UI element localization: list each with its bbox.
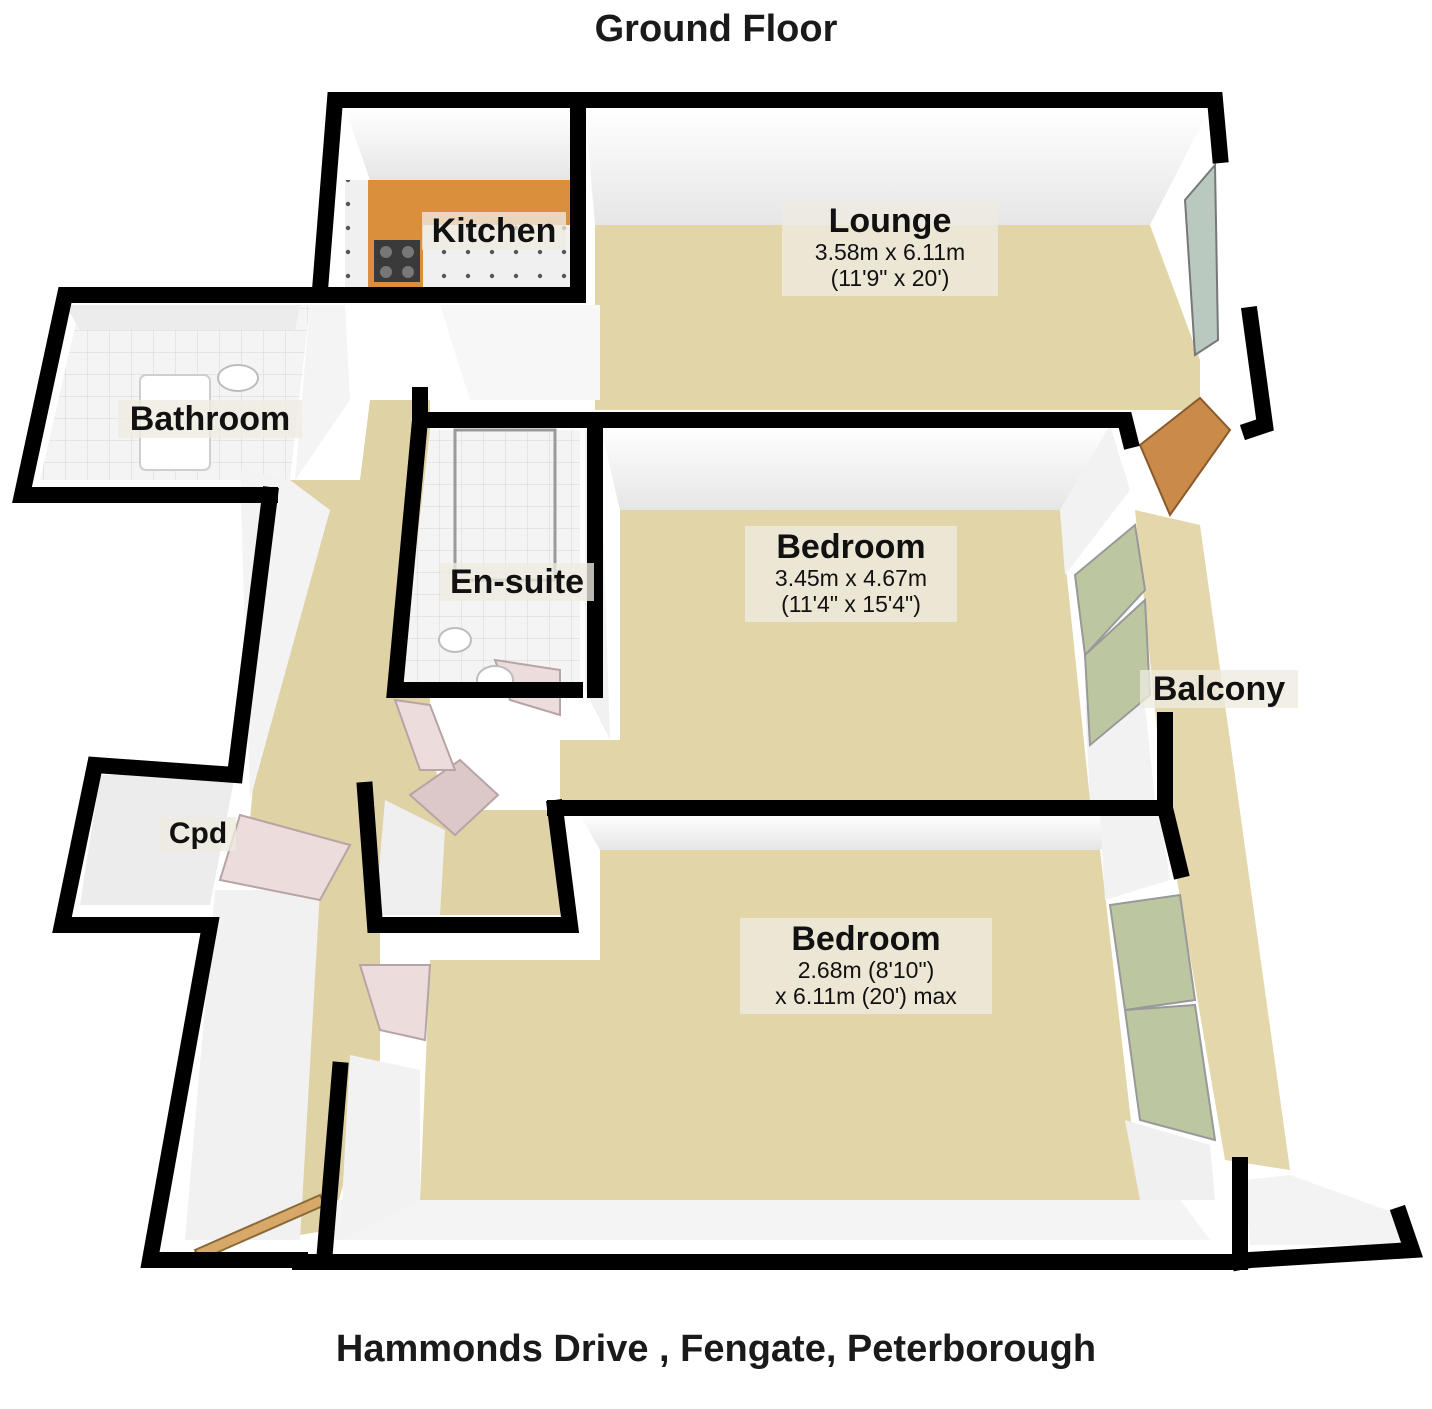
bedroom2-window: [1108, 893, 1197, 1012]
room-name: En-suite: [449, 563, 585, 601]
hob-ring: [402, 266, 414, 278]
hall-cupboard: [375, 800, 445, 915]
room-dimensions: 3.58m x 6.11m: [814, 239, 966, 266]
bedroom2-window-wall: [1125, 1120, 1215, 1200]
ensuite-basin-icon: [438, 627, 472, 653]
room-name: Cpd: [168, 817, 228, 850]
kitchen-label: Kitchen: [422, 212, 566, 251]
bedroom2-label: Bedroom 2.68m (8'10") x 6.11m (20') max: [740, 918, 992, 1014]
hall-stub: [316, 1061, 349, 1259]
bedroom2-back-wall: [580, 815, 1160, 850]
ensuite-label: En-suite: [440, 563, 594, 602]
hob-ring: [380, 246, 392, 258]
bedroom1-window: [1073, 523, 1147, 658]
cupboard-label: Cpd: [160, 817, 236, 851]
kitchen-back-wall: [345, 108, 570, 180]
corridor-lower-wall: [185, 890, 320, 1240]
top-outer-wall: [311, 92, 1229, 299]
bathroom-back-wall: [65, 305, 300, 330]
room-dimensions-max: x 6.11m (20') max: [775, 982, 957, 1009]
bedroom2-left-wall: [340, 1055, 420, 1240]
front-door: [1138, 396, 1232, 518]
room-dimensions-imperial: (11'9" x 20'): [830, 264, 950, 291]
room-name: Bedroom: [776, 528, 926, 566]
hob-icon: [374, 240, 420, 282]
bedroom2-right-edge: [1155, 798, 1190, 880]
bedroom2-door: [358, 964, 432, 1042]
ensuite-floor: [400, 430, 580, 690]
kitchen-inner-wall: [312, 100, 586, 303]
page-title: Ground Floor: [594, 8, 838, 50]
bathroom-label: Bathroom: [118, 400, 302, 439]
bedroom1-right-wall: [1060, 425, 1130, 575]
lounge-back-wall: [585, 108, 1210, 225]
bedroom2-window: [1123, 1003, 1217, 1142]
bedroom2-outer-corner: [356, 781, 580, 933]
lounge-label: Lounge 3.58m x 6.11m (11'9" x 20'): [782, 200, 998, 296]
bedroom1-back-wall: [600, 425, 1110, 510]
bedroom2-top-right-wall: [1100, 815, 1170, 900]
hall-door: [408, 758, 500, 837]
balcony-end-wall: [1245, 1175, 1400, 1245]
property-address: Hammonds Drive , Fengate, Peterborough: [335, 1328, 1097, 1370]
room-dimensions: 3.45m x 4.67m: [774, 565, 928, 592]
bedroom-divider-top: [412, 387, 1140, 450]
hall-wall-left: [295, 305, 350, 480]
room-name: Balcony: [1152, 670, 1286, 708]
bedroom1-label: Bedroom 3.45m x 4.67m (11'4" x 15'4"): [745, 526, 957, 622]
hall-wall-upper: [440, 305, 600, 400]
lounge-window: [1183, 162, 1220, 357]
hob-ring: [380, 266, 392, 278]
hall-door-ensuite: [393, 698, 457, 771]
hob-ring: [402, 246, 414, 258]
walls: [12, 92, 1423, 1272]
lounge-floor: [595, 225, 1200, 410]
room-name: Bathroom: [129, 400, 291, 438]
lounge-right-wall: [1239, 305, 1274, 441]
bathroom-outer-wall: [12, 287, 328, 503]
room-name: Kitchen: [431, 212, 557, 250]
balcony-end: [1230, 1204, 1423, 1272]
room-name: Bedroom: [791, 920, 941, 958]
balcony-label: Balcony: [1140, 670, 1298, 709]
room-dimensions: 2.68m (8'10"): [797, 957, 935, 984]
bedroom2-front-wall: [320, 1200, 1210, 1240]
basin-icon: [217, 364, 259, 392]
room-dimensions-imperial: (11'4" x 15'4"): [781, 590, 921, 617]
corridor-outer-wall: [52, 486, 308, 1268]
bedroom1-floor: [560, 510, 1090, 800]
cupboard-door: [218, 813, 352, 902]
room-name: Lounge: [828, 202, 952, 240]
ensuite-wall: [386, 411, 583, 698]
cupboard-interior: [80, 775, 235, 905]
